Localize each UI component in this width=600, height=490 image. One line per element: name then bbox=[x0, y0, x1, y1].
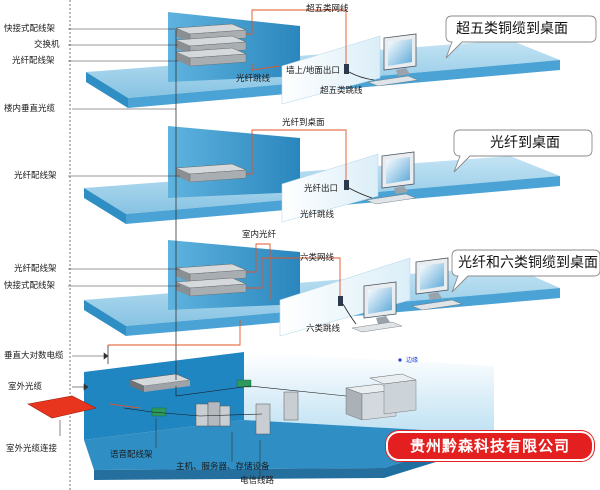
label-lower-indoor-fiber: 室内光纤 bbox=[242, 230, 277, 240]
lower-outlet bbox=[338, 296, 343, 306]
vertical-fiber-riser bbox=[107, 30, 241, 380]
middle-fiber-patch-panel bbox=[175, 163, 247, 183]
label-telecom-line: 电信线路 bbox=[240, 476, 275, 486]
callout-middle-text: 光纤到桌面 bbox=[490, 135, 560, 151]
callout-top-bubble bbox=[445, 15, 597, 59]
server-rack-group bbox=[195, 391, 299, 435]
label-top-switch: 交换机 bbox=[34, 40, 60, 50]
label-top-fiber-jumper: 光纤跳线 bbox=[236, 74, 271, 84]
lower-workstation-front bbox=[351, 281, 403, 333]
label-top-quick-patch-panel: 快接式配线架 bbox=[4, 24, 56, 34]
label-middle-fiber-jumper: 光纤跳线 bbox=[300, 210, 335, 220]
top-workstation bbox=[367, 33, 419, 87]
label-riser-fiber: 楼内垂直光缆 bbox=[4, 104, 56, 114]
label-top-fiber-patch-panel: 光纤配线架 bbox=[12, 56, 55, 66]
label-top-cat5e-cable: 超五类网线 bbox=[306, 4, 349, 14]
top-fiber-patch-panel bbox=[175, 47, 247, 67]
callout-lower-bubble bbox=[451, 249, 600, 293]
callout-top-text: 超五类铜缆到桌面 bbox=[456, 21, 568, 37]
label-edge-marker: 边缘 bbox=[406, 357, 419, 364]
label-vertical-backbone-cable: 垂直大对数电缆 bbox=[4, 351, 64, 361]
storage-cabinets bbox=[345, 373, 417, 421]
lower-cat6-run bbox=[246, 257, 341, 300]
floor-lower-partition bbox=[279, 257, 411, 337]
label-lower-cat6-jumper: 六类跳线 bbox=[306, 324, 341, 334]
label-lower-fiber-patch-panel: 光纤配线架 bbox=[14, 264, 57, 274]
lower-workstation-back bbox=[411, 257, 463, 311]
floor-middle-wall bbox=[168, 126, 300, 198]
label-outdoor-fiber: 室外光缆 bbox=[8, 382, 43, 392]
label-lower-cat6-cable: 六类网线 bbox=[300, 253, 335, 263]
label-outdoor-fiber-connection: 室外光缆连接 bbox=[6, 444, 58, 454]
floor-lower bbox=[84, 240, 600, 337]
outdoor-fiber-entry bbox=[27, 395, 97, 419]
top-wall-outlet bbox=[344, 64, 349, 74]
floor-top bbox=[86, 9, 597, 108]
label-voice-patch-panel: 语音配线架 bbox=[110, 450, 153, 460]
floor-middle bbox=[84, 126, 593, 224]
label-top-wall-outlet: 墙上/地面出口 bbox=[286, 66, 340, 76]
label-top-cat5e-jumper: 超五类跳线 bbox=[320, 86, 363, 96]
lower-indoor-fiber-run bbox=[246, 243, 271, 300]
top-cat5e-cable-run bbox=[246, 9, 347, 70]
label-middle-fiber-to-desk: 光纤到桌面 bbox=[282, 118, 325, 128]
label-hosts-servers-storage: 主机、服务器、存储设备 bbox=[176, 462, 270, 472]
floor-top-partition bbox=[281, 35, 381, 105]
company-badge: 贵州黔森科技有限公司 bbox=[386, 431, 594, 461]
label-middle-fiber-outlet: 光纤出口 bbox=[304, 184, 339, 194]
middle-fiber-outlet bbox=[344, 180, 349, 190]
label-middle-fiber-patch-panel: 光纤配线架 bbox=[14, 171, 57, 181]
lower-quick-patch-panel bbox=[175, 277, 247, 297]
middle-fiber-run bbox=[246, 129, 347, 186]
label-lower-quick-patch-panel: 快接式配线架 bbox=[4, 281, 56, 291]
label-pointers bbox=[59, 28, 261, 476]
callout-lower-text: 光纤和六类铜缆到桌面 bbox=[458, 255, 598, 271]
basement-quick-patch-panel bbox=[129, 373, 191, 392]
middle-workstation bbox=[365, 151, 417, 205]
company-name: 贵州黔森科技有限公司 bbox=[409, 437, 570, 455]
callout-middle-bubble bbox=[453, 129, 593, 173]
